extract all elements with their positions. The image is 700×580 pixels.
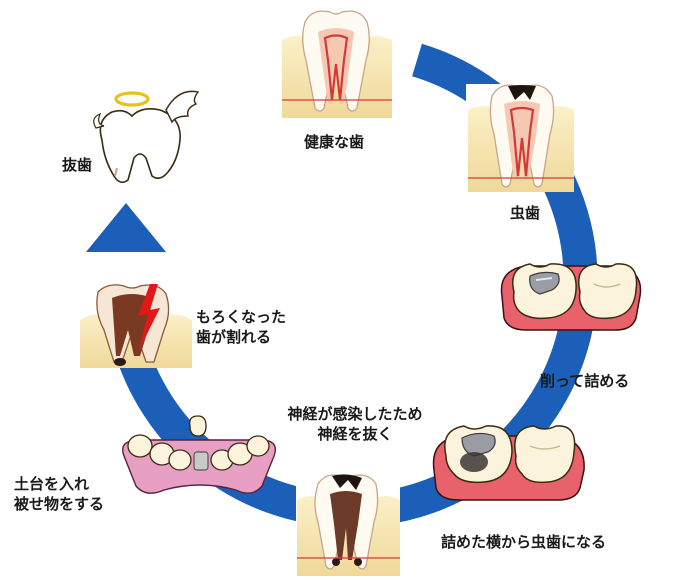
crown-denture-image [122, 415, 277, 494]
label-nerve-removal: 神経が感染したため 神経を抜く [250, 404, 460, 444]
floating-crown [189, 415, 207, 437]
root-canal-tooth-image [296, 470, 400, 576]
secondary-caries-teeth-image [432, 425, 585, 501]
angel-halo-icon [114, 91, 150, 107]
lightning-crack-icon [138, 284, 160, 352]
denture-teeth [127, 434, 270, 471]
label-crown-line2: 被せ物をする [14, 495, 105, 513]
angel-wing-icon [165, 90, 200, 124]
cavity-tooth-image [466, 84, 574, 192]
label-extraction: 抜歯 [62, 156, 93, 174]
label-cracked: もろくなった 歯が割れる [196, 307, 286, 347]
label-filling: 削って詰める [540, 372, 630, 390]
healthy-tooth-image [280, 10, 392, 118]
label-nerve-line2: 神経を抜く [317, 425, 393, 443]
label-cavity: 虫歯 [510, 204, 541, 222]
label-secondary-caries: 詰めた横から虫歯になる [441, 533, 607, 551]
label-nerve-line1: 神経が感染したため [287, 405, 423, 423]
cracked-tooth-image [78, 282, 192, 368]
filled-teeth-image [500, 263, 642, 331]
label-crown: 土台を入れ 被せ物をする [14, 474, 104, 514]
label-healthy-tooth: 健康な歯 [304, 133, 365, 151]
label-cracked-line1: もろくなった [196, 308, 287, 326]
cycle-arrowhead [86, 203, 166, 252]
extracted-tooth-image [93, 90, 200, 184]
label-cracked-line2: 歯が割れる [196, 328, 272, 346]
label-crown-line1: 土台を入れ [14, 475, 90, 493]
